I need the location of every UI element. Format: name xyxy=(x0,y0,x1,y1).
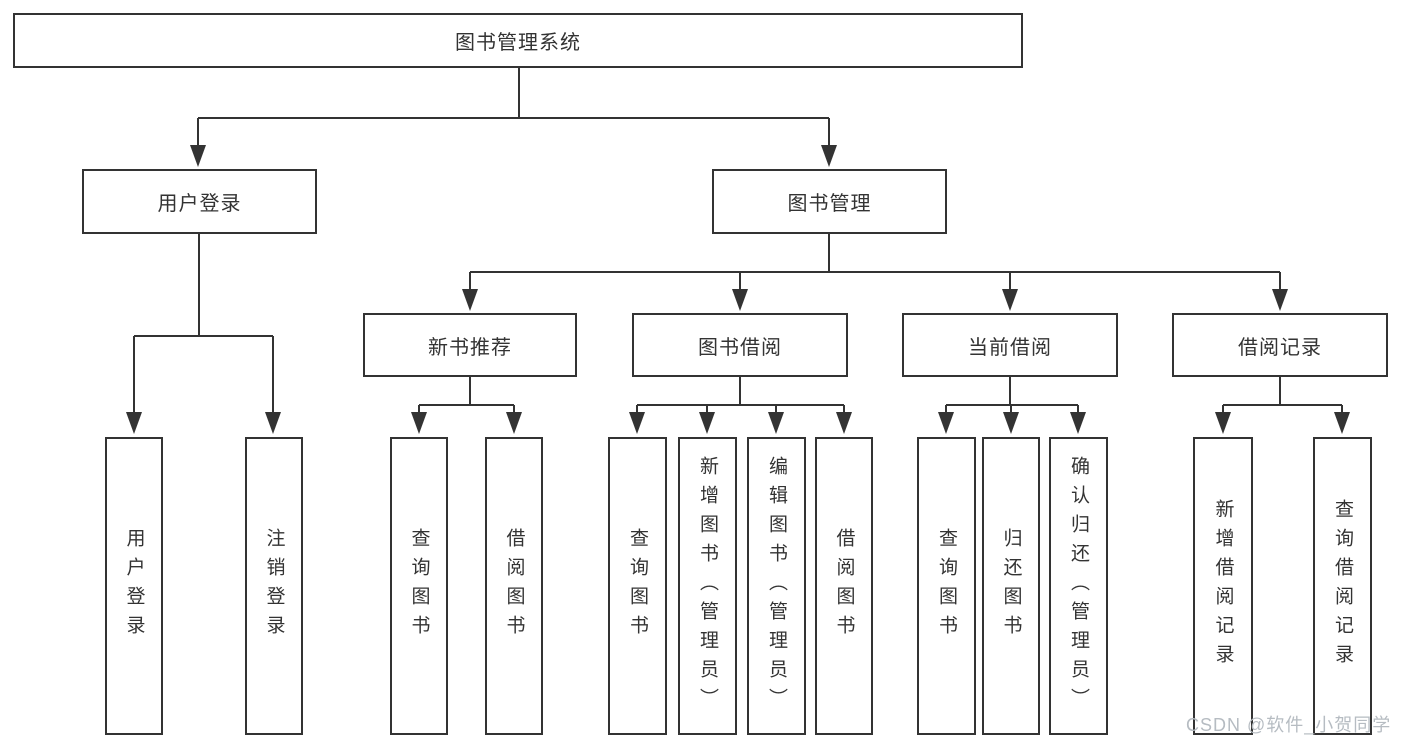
node-label: 图书管理 xyxy=(787,193,872,215)
node-label: 用户登录 xyxy=(157,193,242,215)
node-book-borrowing: 图书借阅 xyxy=(632,313,848,377)
node-label: 确认归还（管理员） xyxy=(1068,455,1089,717)
node-borrowing-records: 借阅记录 xyxy=(1172,313,1388,377)
leaf-borrow-books: 借阅图书 xyxy=(815,437,873,735)
node-label: 查询图书 xyxy=(627,528,648,644)
node-label: 查询图书 xyxy=(408,528,430,644)
leaf-query-books-borrowing: 查询图书 xyxy=(608,437,667,735)
node-label: 新增借阅记录 xyxy=(1212,499,1234,673)
node-label: 当前借阅 xyxy=(968,336,1052,359)
node-library-management-system: 图书管理系统 xyxy=(13,13,1023,68)
node-label: 归还图书 xyxy=(1000,528,1022,644)
node-label: 注销登录 xyxy=(263,528,285,644)
node-current-borrowing: 当前借阅 xyxy=(902,313,1118,377)
leaf-query-borrow-record: 查询借阅记录 xyxy=(1313,437,1372,735)
leaf-user-login: 用户登录 xyxy=(105,437,163,735)
node-label: 编辑图书（管理员） xyxy=(766,455,787,717)
leaf-query-books-recommend: 查询图书 xyxy=(390,437,448,735)
leaf-return-books: 归还图书 xyxy=(982,437,1040,735)
csdn-watermark: CSDN @软件_小贺同学 xyxy=(1186,715,1392,735)
node-label: 借阅图书 xyxy=(503,528,525,644)
node-label: 新书推荐 xyxy=(428,336,512,359)
node-label: 图书管理系统 xyxy=(455,32,581,54)
leaf-add-borrow-record: 新增借阅记录 xyxy=(1193,437,1253,735)
node-book-management: 图书管理 xyxy=(712,169,947,234)
node-new-book-recommendation: 新书推荐 xyxy=(363,313,577,377)
node-label: 查询借阅记录 xyxy=(1332,499,1353,673)
leaf-add-books-admin: 新增图书（管理员） xyxy=(678,437,737,735)
node-label: 查询图书 xyxy=(936,528,957,644)
node-label: 借阅图书 xyxy=(833,528,855,644)
leaf-logout-login: 注销登录 xyxy=(245,437,303,735)
node-user-login: 用户登录 xyxy=(82,169,317,234)
leaf-query-books-current: 查询图书 xyxy=(917,437,976,735)
leaf-confirm-return-admin: 确认归还（管理员） xyxy=(1049,437,1108,735)
leaf-edit-books-admin: 编辑图书（管理员） xyxy=(747,437,806,735)
leaf-borrow-books-recommend: 借阅图书 xyxy=(485,437,543,735)
node-label: 新增图书（管理员） xyxy=(697,455,718,717)
node-label: 图书借阅 xyxy=(698,336,782,359)
node-label: 用户登录 xyxy=(123,528,145,644)
node-label: 借阅记录 xyxy=(1238,336,1322,359)
